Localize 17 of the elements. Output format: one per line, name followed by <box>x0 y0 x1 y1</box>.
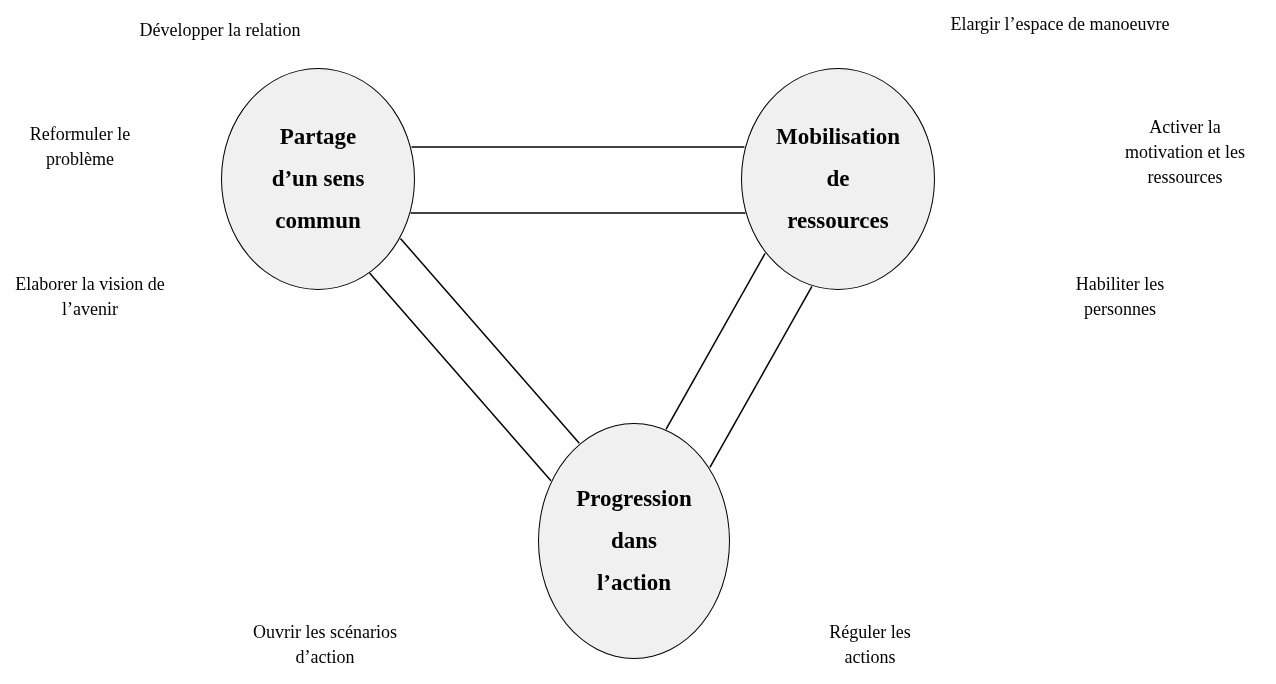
connector-line <box>368 272 552 482</box>
action-note: Réguler les actions <box>828 621 912 669</box>
connector-line <box>665 252 766 431</box>
action-note: Ouvrir les scénarios d’action <box>252 621 398 669</box>
action-note: Habiliter les personnes <box>1074 273 1166 321</box>
connector-line <box>410 146 746 148</box>
node-title: Mobilisation de ressources <box>775 123 901 235</box>
action-note: Activer la motivation et les ressources <box>1124 116 1246 189</box>
node-title: Progression dans l’action <box>575 485 693 597</box>
action-note: Elargir l’espace de manoeuvre <box>949 13 1171 36</box>
action-note: Développer la relation <box>138 19 302 42</box>
connector-line <box>709 285 813 469</box>
connector-line <box>409 212 747 214</box>
connector-line <box>399 237 581 445</box>
node-title: Partage d’un sens commun <box>270 123 366 235</box>
action-note: Reformuler le problème <box>28 123 132 171</box>
action-note: Elaborer la vision de l’avenir <box>14 273 166 321</box>
